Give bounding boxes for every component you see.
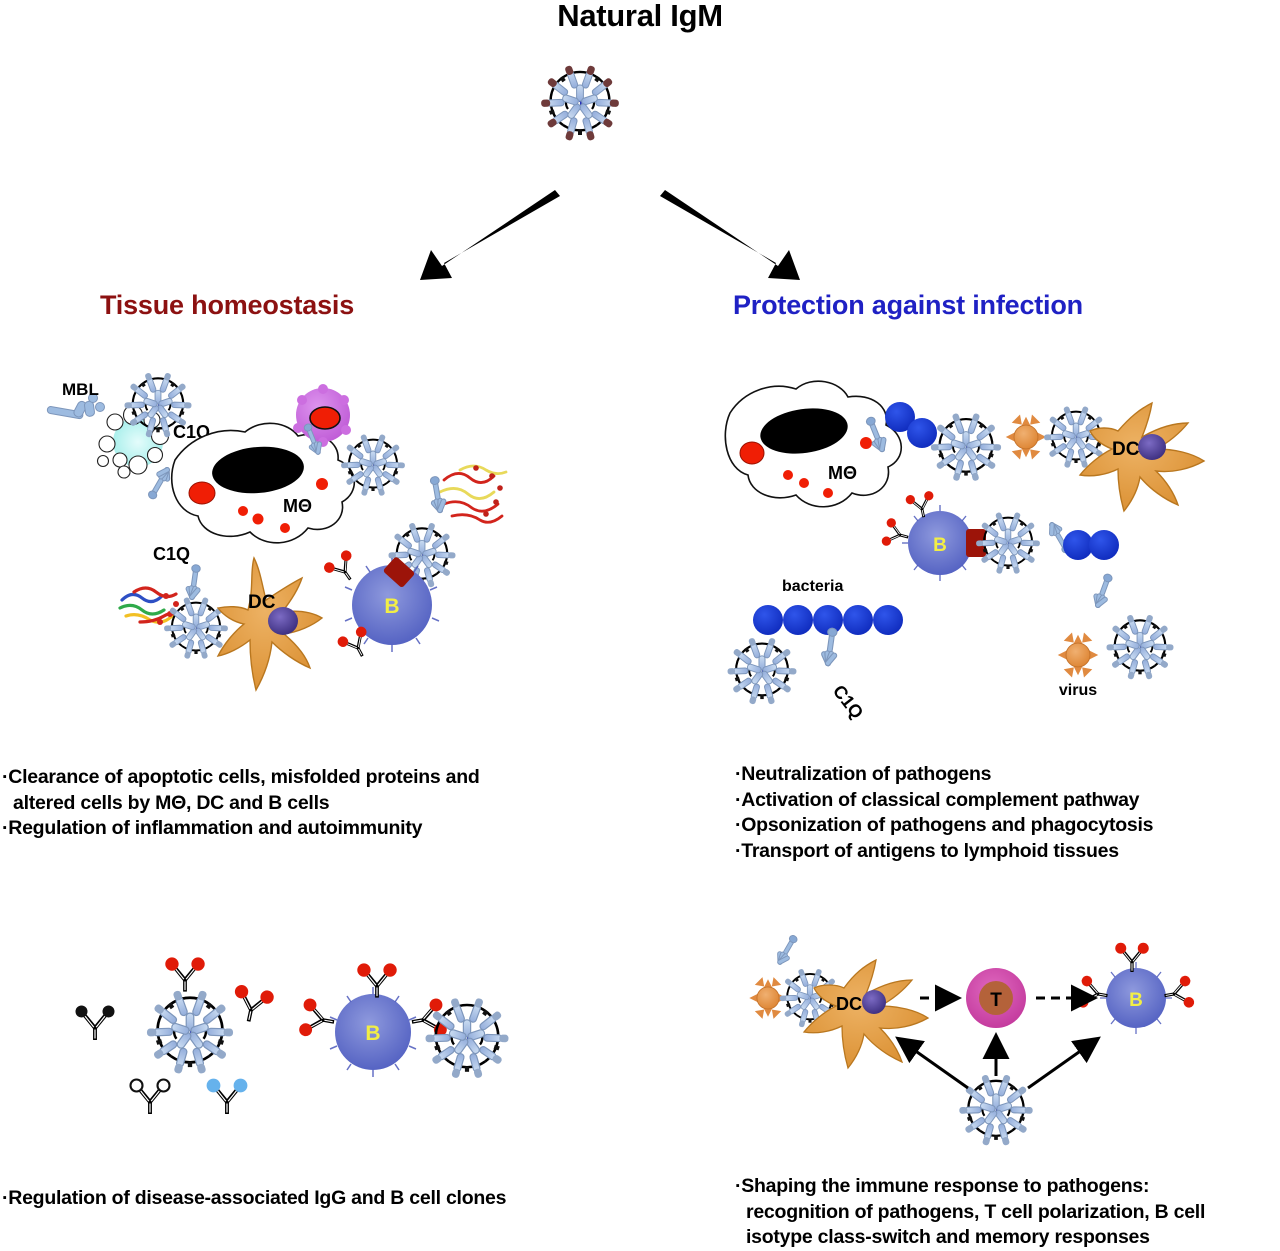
bullet-item: isotype class-switch and memory response…: [746, 1226, 1150, 1248]
misfolded-protein-right: [438, 464, 508, 524]
mbl-label: MBL: [62, 380, 99, 399]
protection-infection-bullets: ·Neutralization of pathogens ·Activation…: [735, 762, 1154, 864]
dc-right-label: DC: [1112, 439, 1140, 460]
arrow-igm-to-dc: [895, 1036, 969, 1090]
macrophage-cell-right: [724, 380, 902, 508]
c1q-dc-label: C1Q: [153, 544, 190, 564]
virus-particle-top: [1005, 413, 1047, 461]
igg-bcell-regulation-illustration: B: [55, 950, 525, 1140]
immune-shaping-illustration: DC T B: [740, 932, 1210, 1145]
bullet-item: ·Clearance of apoptotic cells, misfolded…: [2, 766, 480, 788]
igg-free-3: [206, 1078, 248, 1116]
virus-label: virus: [1059, 682, 1097, 699]
heading-protection-against-infection: Protection against infection: [733, 290, 1083, 320]
bacteria-pair-right: [1063, 530, 1119, 560]
igg-regulation-bullets: ·Regulation of disease-associated IgG an…: [2, 1186, 506, 1212]
bacteria-pair-top: [885, 402, 937, 448]
dendritic-cell-left: [216, 556, 324, 692]
bacteria-label: bacteria: [782, 578, 843, 595]
c1q-top: [143, 462, 176, 503]
b-cell-left: B: [323, 550, 440, 663]
b-cell-right-label: B: [933, 535, 947, 556]
bullet-item: ·Regulation of disease-associated IgG an…: [2, 1187, 507, 1209]
t-cell-label: T: [990, 990, 1002, 1011]
dc-shaping-label: DC: [836, 994, 862, 1014]
igg-bound-top: [165, 957, 205, 994]
igg-free-2: [129, 1078, 171, 1116]
c1q-bacteria-label: C1Q: [829, 681, 868, 722]
natural-igm-molecule: J: [515, 38, 645, 168]
bullet-item: ·Opsonization of pathogens and phagocyto…: [735, 814, 1154, 836]
b-cell-shaping: B: [1077, 942, 1195, 1034]
dendritic-cell-right: [1078, 401, 1206, 513]
b-cell-left-label: B: [384, 595, 399, 618]
bullet-item: ·Regulation of inflammation and autoimmu…: [2, 817, 423, 839]
igg-free-1: [75, 1005, 115, 1042]
heading-tissue-homeostasis: Tissue homeostasis: [100, 290, 355, 320]
apoptotic-cell: [96, 404, 170, 479]
bullet-item: ·Shaping the immune response to pathogen…: [735, 1175, 1150, 1197]
t-cell: T: [966, 968, 1026, 1028]
tissue-homeostasis-illustration: J: [40, 360, 600, 720]
branch-arrows: [400, 170, 820, 290]
bullet-item: ·Transport of antigens to lymphoid tissu…: [735, 839, 1119, 862]
immune-shaping-bullets: ·Shaping the immune response to pathogen…: [735, 1174, 1205, 1251]
virus-particle-bottom: [1057, 631, 1099, 679]
page-title: Natural IgM: [557, 0, 723, 33]
dc-left-label: DC: [248, 592, 276, 613]
b-cell-right: B: [881, 491, 986, 581]
bullet-item: ·Activation of classical complement path…: [735, 788, 1140, 811]
b-cell-bottom-left: B: [299, 963, 447, 1077]
protection-infection-illustration: MΘ DC B: [700, 375, 1260, 723]
mbl-molecule: [46, 393, 105, 420]
bullet-item: recognition of pathogens, T cell polariz…: [746, 1200, 1206, 1223]
arrow-igm-to-b: [1027, 1036, 1101, 1090]
bacteria-row: [753, 605, 903, 635]
b-cell-bottom-left-label: B: [365, 1022, 380, 1045]
tissue-homeostasis-bullets: ·Clearance of apoptotic cells, misfolded…: [2, 765, 480, 842]
bullet-item: ·Neutralization of pathogens: [735, 763, 992, 785]
macrophage-right-label: MΘ: [828, 463, 857, 483]
igg-bound-right: [233, 985, 274, 1026]
macrophage-label: MΘ: [283, 496, 312, 516]
b-cell-shaping-label: B: [1129, 990, 1143, 1011]
misfolded-protein-left: [118, 586, 184, 625]
bullet-item: altered cells by MΘ, DC and B cells: [13, 791, 330, 814]
macrophage-cell: [170, 422, 356, 544]
dendritic-cell-shaping: [802, 958, 930, 1070]
